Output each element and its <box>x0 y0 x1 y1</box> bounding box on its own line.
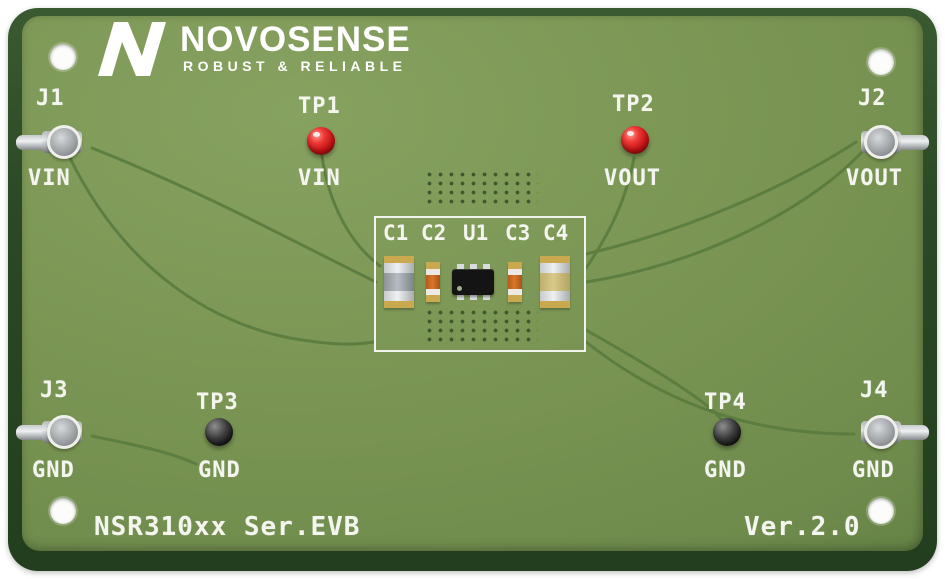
c3-body <box>508 275 522 289</box>
connector-j1-label: J1 <box>36 86 65 111</box>
via-grid-bottom <box>424 308 538 346</box>
connector-j2-collar <box>864 125 898 159</box>
c1-pad-bottom <box>384 301 414 308</box>
c1-pad-top <box>384 256 414 263</box>
mounting-hole-top-left <box>50 44 76 70</box>
u1-pins-bottom <box>456 295 490 300</box>
c3-terminal-top <box>508 269 522 275</box>
mounting-hole-bottom-left <box>50 498 76 524</box>
connector-j1-pin <box>16 135 50 150</box>
connector-j3-label: J3 <box>40 378 69 403</box>
connector-j3-collar <box>47 415 81 449</box>
u1-package <box>452 269 494 295</box>
test-point-tp2-label: TP2 <box>612 92 655 117</box>
test-point-tp4-label: TP4 <box>704 390 747 415</box>
capacitor-c3 <box>508 262 522 302</box>
tp2-highlight <box>627 131 634 136</box>
connector-j4-pin <box>895 425 929 440</box>
capacitor-c4 <box>540 256 570 308</box>
c4-body <box>540 273 570 291</box>
connector-j2-pin <box>895 135 929 150</box>
connector-j4-signal: GND <box>852 458 895 483</box>
designator-c2: C2 <box>421 221 447 245</box>
c3-pad-top <box>508 262 522 269</box>
designator-c3: C3 <box>505 221 531 245</box>
test-point-tp4-signal: GND <box>704 458 747 483</box>
c1-terminal-top <box>384 263 414 273</box>
connector-j3-signal: GND <box>32 458 75 483</box>
c1-body <box>384 273 414 291</box>
mounting-hole-top-right <box>868 49 894 75</box>
connector-j3-pin <box>16 425 50 440</box>
board-name: NSR310xx Ser.EVB <box>94 512 361 542</box>
ic-u1 <box>452 264 494 300</box>
test-point-tp1-label: TP1 <box>298 94 341 119</box>
test-point-tp4 <box>713 418 741 446</box>
test-point-tp3-label: TP3 <box>196 390 239 415</box>
test-point-tp2 <box>621 126 649 154</box>
test-point-tp3 <box>205 418 233 446</box>
test-point-tp2-signal: VOUT <box>604 166 661 191</box>
test-point-tp1-signal: VIN <box>298 166 341 191</box>
connector-j4-label: J4 <box>860 378 889 403</box>
c4-pad-top <box>540 256 570 263</box>
via-grid-top <box>424 170 538 206</box>
c3-pad-bottom <box>508 295 522 302</box>
c2-body <box>426 275 440 289</box>
designator-u1: U1 <box>463 221 489 245</box>
connector-j1-signal: VIN <box>28 166 71 191</box>
component-outline-box <box>374 216 586 352</box>
c4-pad-bottom <box>540 301 570 308</box>
c2-pad-bottom <box>426 295 440 302</box>
c3-terminal-bottom <box>508 289 522 295</box>
connector-j2-label: J2 <box>858 86 887 111</box>
c2-terminal-bottom <box>426 289 440 295</box>
connector-j4-collar <box>864 415 898 449</box>
c4-terminal-bottom <box>540 291 570 301</box>
brand-name: NOVOSENSE <box>180 20 411 59</box>
c4-terminal-top <box>540 263 570 273</box>
test-point-tp1 <box>307 127 335 155</box>
novosense-logo-icon <box>98 22 166 76</box>
mounting-hole-bottom-right <box>868 498 894 524</box>
brand-tagline: ROBUST & RELIABLE <box>183 58 407 74</box>
c1-terminal-bottom <box>384 291 414 301</box>
u1-pins-top <box>456 264 490 269</box>
tp1-highlight <box>313 132 320 137</box>
designator-c1: C1 <box>383 221 409 245</box>
board-version: Ver.2.0 <box>744 512 861 542</box>
capacitor-c1 <box>384 256 414 308</box>
c2-terminal-top <box>426 269 440 275</box>
c2-pad-top <box>426 262 440 269</box>
connector-j1-collar <box>47 125 81 159</box>
designator-c4: C4 <box>543 221 569 245</box>
test-point-tp3-signal: GND <box>198 458 241 483</box>
connector-j2-signal: VOUT <box>846 166 903 191</box>
capacitor-c2 <box>426 262 440 302</box>
